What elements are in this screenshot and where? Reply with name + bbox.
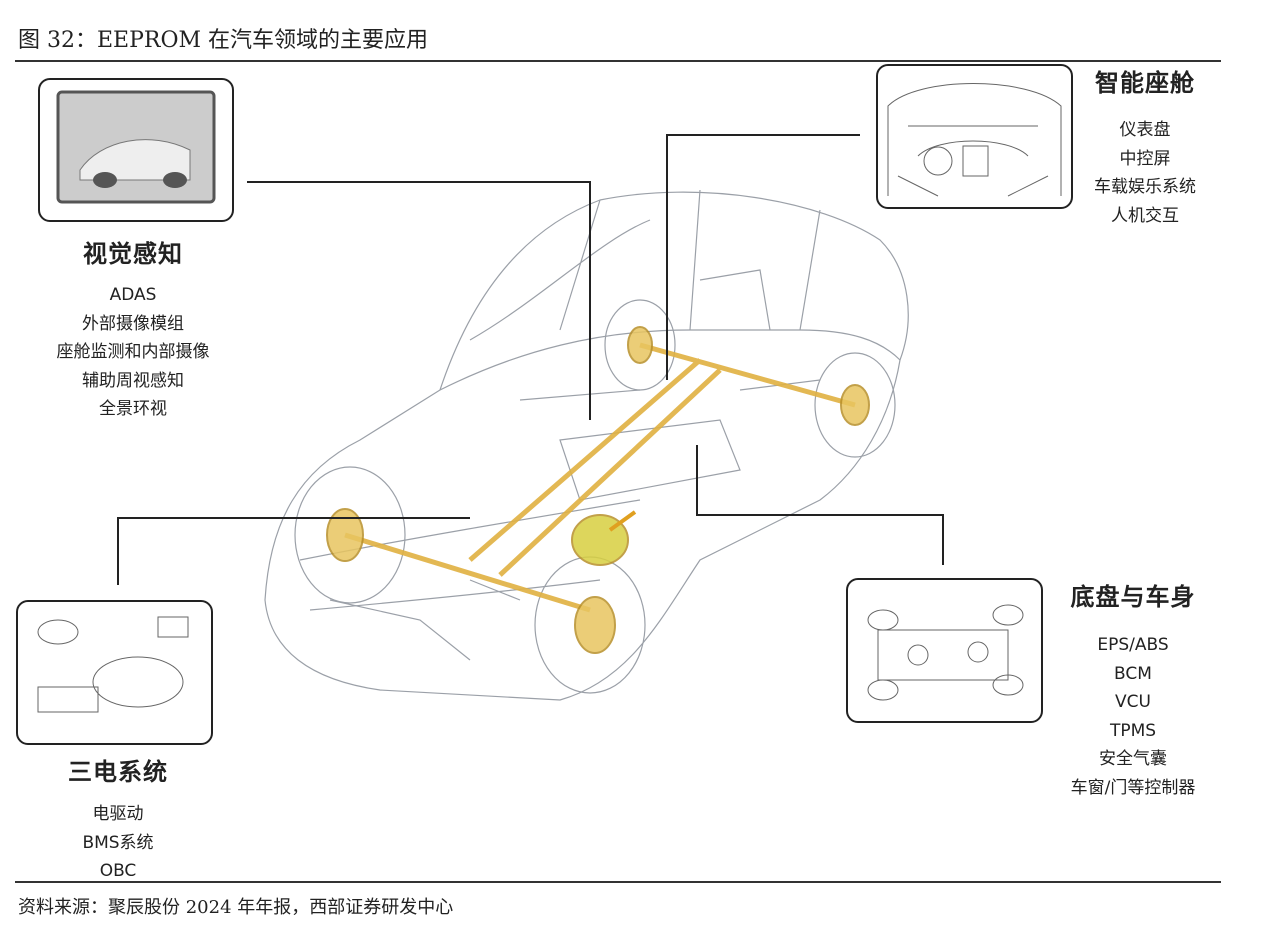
bottom-rule <box>15 881 1221 883</box>
list-item: EPS/ABS <box>1097 635 1169 655</box>
chassis-thumbnail <box>846 578 1043 723</box>
drivetrain <box>344 342 856 613</box>
vision-thumbnail <box>38 78 234 222</box>
chassis-items: EPS/ABS BCM VCU TPMS 安全气囊 车窗/门等控制器 <box>1023 631 1243 802</box>
cockpit-thumbnail <box>876 64 1073 209</box>
vision-items: ADAS 外部摄像模组 座舱监测和内部摄像 辅助周视感知 全景环视 <box>23 281 243 424</box>
list-item: 安全气囊 <box>1099 749 1167 769</box>
list-item: BMS系统 <box>82 832 154 853</box>
source-note: 资料来源：聚辰股份 2024 年年报，西部证券研发中心 <box>18 897 454 918</box>
list-item: 车载娱乐系统 <box>1094 177 1196 197</box>
power-heading: 三电系统 <box>68 758 168 786</box>
list-item: BCM <box>1114 663 1152 684</box>
list-item: 车窗/门等控制器 <box>1070 777 1196 798</box>
list-item: TPMS <box>1109 720 1157 741</box>
list-item: 外部摄像模组 <box>82 313 184 334</box>
list-item: OBC <box>99 861 137 881</box>
list-item: 仪表盘 <box>1119 120 1171 140</box>
list-item: ADAS <box>109 285 157 305</box>
power-items: 电驱动 BMS系统 OBC <box>8 800 228 886</box>
list-item: 座舱监测和内部摄像 <box>56 342 210 362</box>
connector-lines <box>117 134 944 585</box>
list-item: 辅助周视感知 <box>82 370 184 391</box>
list-item: VCU <box>1115 692 1151 712</box>
vision-heading: 视觉感知 <box>83 240 183 268</box>
figure-title: 图 32：EEPROM 在汽车领域的主要应用 <box>18 28 429 53</box>
list-item: 全景环视 <box>99 399 167 419</box>
cockpit-items: 仪表盘 中控屏 车载娱乐系统 人机交互 <box>1035 116 1255 230</box>
list-item: 中控屏 <box>1119 148 1171 169</box>
top-rule <box>15 60 1221 62</box>
list-item: 人机交互 <box>1111 205 1179 226</box>
power-thumbnail <box>16 600 213 745</box>
list-item: 电驱动 <box>92 804 144 824</box>
chassis-heading: 底盘与车身 <box>1070 583 1196 611</box>
cockpit-heading: 智能座舱 <box>1095 69 1195 97</box>
